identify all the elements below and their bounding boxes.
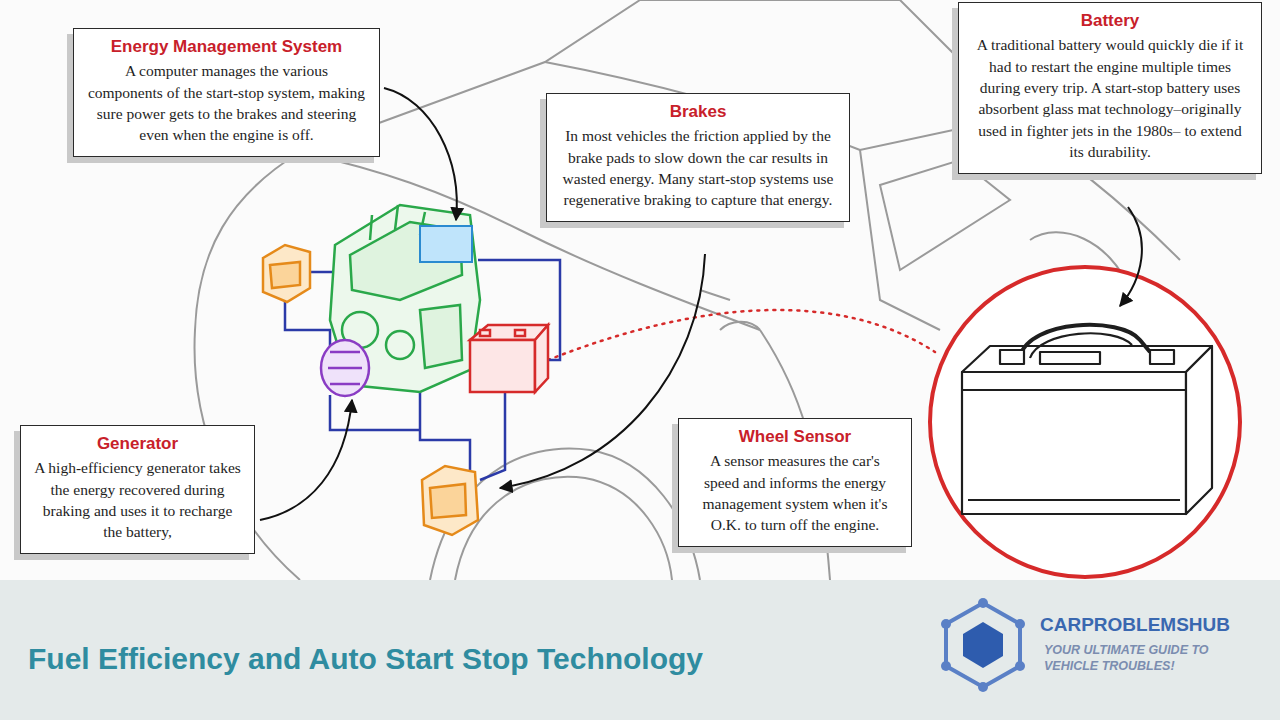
callout-body: A computer manages the various component… [86,60,367,146]
callout-box: Brakes In most vehicles the friction appl… [546,93,850,222]
callout-box: Battery A traditional battery would quick… [958,2,1262,174]
brand-tagline: YOUR ULTIMATE GUIDE TO VEHICLE TROUBLES! [1044,642,1244,675]
callout-body: A sensor measures the car's speed and in… [691,450,899,536]
brake-units [263,245,478,535]
callout-body: A high-efficiency generator takes the en… [33,457,242,543]
callout-box: Energy Management System A computer manag… [73,28,380,157]
battery-small [470,325,548,392]
brand-name: CARPROBLEMSHUB [1040,614,1230,636]
callout-box: Wheel Sensor A sensor measures the car's … [678,418,912,547]
generator [321,340,369,396]
callout-heading: Wheel Sensor [691,426,899,447]
logo-hexagon [941,598,1025,692]
callout-body: A traditional battery would quickly die … [971,34,1249,162]
callout-heading: Generator [33,433,242,454]
callout-heading: Energy Management System [86,36,367,57]
page-title: Fuel Efficiency and Auto Start Stop Tech… [28,642,703,676]
callout-body: In most vehicles the friction applied by… [559,125,837,211]
battery-large [962,325,1212,514]
callout-heading: Brakes [559,101,837,122]
callout-heading: Battery [971,10,1249,31]
callout-box: Generator A high-efficiency generator tak… [20,425,255,554]
